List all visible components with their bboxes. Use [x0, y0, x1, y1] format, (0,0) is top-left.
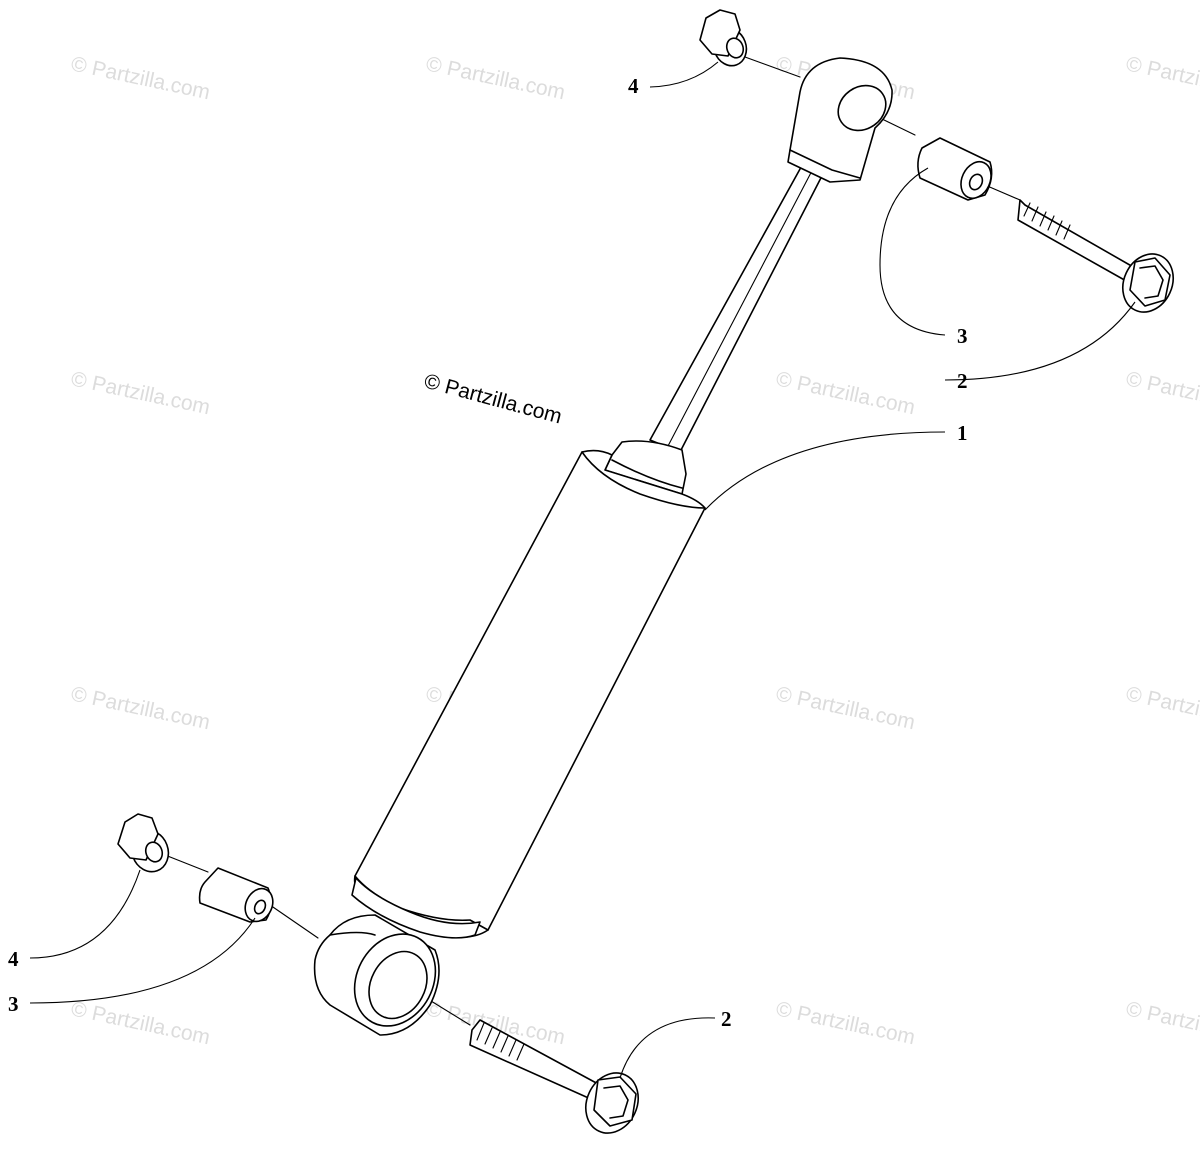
- watermark: © Partzilla.com: [774, 682, 917, 734]
- watermark: © Partzilla.com: [1124, 52, 1200, 104]
- callout-shock-absorber: 1: [957, 421, 968, 445]
- watermark: © Partzilla.com: [69, 682, 212, 734]
- callout-nut-bottom: 4: [8, 947, 19, 971]
- bushing-top: [917, 137, 993, 201]
- callouts: 4 3 2 1 4 3 2: [8, 74, 968, 1031]
- top-mounting-eye: [787, 57, 893, 183]
- bolt-bottom: [469, 1019, 639, 1134]
- callout-bolt-bottom: 2: [721, 1007, 732, 1031]
- watermark: © Partzilla.com: [1124, 682, 1200, 734]
- bottom-mounting-eye: [313, 914, 440, 1036]
- watermark: © Partzilla.com: [1124, 997, 1200, 1049]
- callout-bushing-bottom: 3: [8, 992, 19, 1016]
- copyright-label: © Partzilla.com: [422, 370, 565, 429]
- bolt-top: [1017, 199, 1174, 313]
- bushing-bottom: [198, 867, 274, 923]
- nut-top: [699, 9, 748, 67]
- leader-lines: [29, 61, 1136, 1079]
- watermark: © Partzilla.com: [69, 997, 212, 1049]
- nut-bottom: [117, 813, 170, 873]
- callout-bushing-top: 3: [957, 324, 968, 348]
- watermark: © Partzilla.com: [69, 52, 212, 104]
- watermark: © Partzilla.com: [1124, 367, 1200, 419]
- watermark: © Partzilla.com: [774, 997, 917, 1049]
- rod-seal-cap: [604, 440, 687, 495]
- callout-nut-top: 4: [628, 74, 639, 98]
- watermark: © Partzilla.com: [69, 367, 212, 419]
- shock-body: [353, 449, 706, 938]
- watermark: © Partzilla.com: [424, 52, 567, 104]
- bottom-cap: [351, 877, 481, 939]
- watermark: © Partzilla.com: [774, 367, 917, 419]
- shock-absorber: [313, 57, 893, 1036]
- piston-rod: [649, 159, 826, 453]
- callout-bolt-top: 2: [957, 369, 968, 393]
